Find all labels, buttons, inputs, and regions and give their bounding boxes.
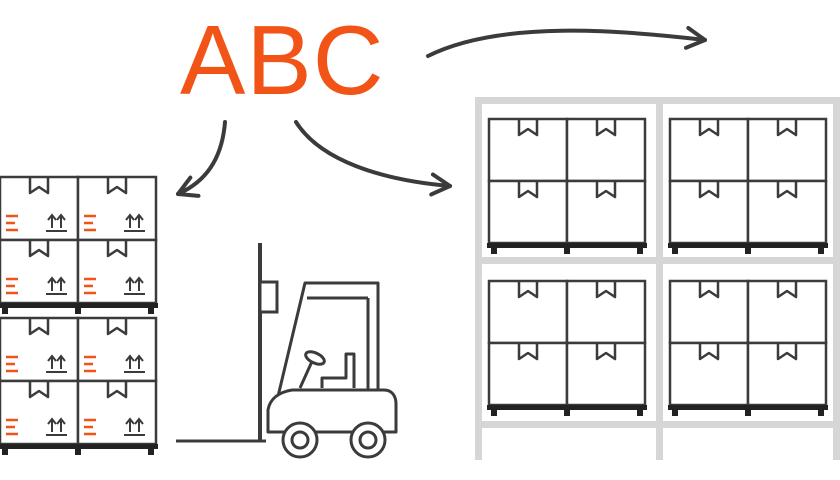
this-side-up-arrows-icon [46, 213, 67, 232]
label-lines-icon [6, 418, 18, 436]
this-side-up-arrows-icon [46, 354, 67, 373]
cardboard-box-icon [487, 279, 569, 345]
pallet-icon [0, 444, 158, 455]
box-tape-icon [595, 119, 617, 137]
cardboard-box-icon [0, 316, 80, 383]
box-tape-icon [595, 181, 617, 199]
cardboard-box-icon [0, 175, 80, 242]
box-tape-icon [776, 343, 798, 361]
this-side-up-arrows-icon [124, 354, 145, 373]
this-side-up-arrows-icon [46, 417, 67, 436]
box-tape-icon [776, 119, 798, 137]
cardboard-box-icon [746, 279, 828, 345]
box-tape-icon [28, 318, 50, 336]
forklift-carriage [258, 280, 279, 314]
forklift-icon [258, 243, 398, 459]
arrow-to-top-right [426, 25, 707, 58]
cardboard-box-icon [668, 279, 750, 345]
forklift-overhead-guard [268, 281, 380, 431]
cardboard-box-icon [487, 117, 569, 183]
box-tape-icon [595, 281, 617, 299]
cardboard-box-icon [76, 238, 158, 305]
cardboard-box-icon [565, 117, 647, 183]
cardboard-box-icon [668, 179, 750, 245]
box-tape-icon [106, 318, 128, 336]
cardboard-box-icon [746, 117, 828, 183]
cardboard-box-icon [0, 238, 80, 305]
box-tape-icon [28, 177, 50, 195]
rack-middle-post [656, 97, 663, 460]
rack-bay [668, 279, 828, 416]
label-lines-icon [6, 214, 18, 232]
pallet-icon [668, 405, 828, 416]
label-lines-icon [84, 418, 96, 436]
box-tape-icon [106, 240, 128, 258]
cardboard-box-icon [76, 316, 158, 383]
label-lines-icon [6, 355, 18, 373]
label-lines-icon [84, 355, 96, 373]
stacked-pallets [0, 175, 158, 455]
storage-rack [475, 97, 840, 460]
cardboard-box-icon [565, 279, 647, 345]
forklift-seat [320, 352, 356, 388]
pallet-icon [487, 243, 647, 254]
forklift-rear-hub [358, 430, 378, 450]
cardboard-box-icon [487, 179, 569, 245]
pallet-icon [668, 243, 828, 254]
rack-bay [487, 279, 647, 416]
forklift-front-hub [290, 430, 310, 450]
rack-bottom-beam [475, 421, 840, 428]
box-tape-icon [517, 281, 539, 299]
rack-top-beam [475, 97, 840, 104]
label-lines-icon [84, 214, 96, 232]
box-tape-icon [776, 181, 798, 199]
cardboard-box-icon [565, 341, 647, 407]
rack-bay [668, 117, 828, 254]
pallet-icon [0, 303, 158, 314]
this-side-up-arrows-icon [46, 276, 67, 295]
cardboard-box-icon [76, 379, 158, 446]
box-tape-icon [517, 181, 539, 199]
box-tape-icon [106, 177, 128, 195]
cardboard-box-icon [487, 341, 569, 407]
label-lines-icon [84, 277, 96, 295]
cardboard-box-icon [668, 341, 750, 407]
box-tape-icon [595, 343, 617, 361]
forklift-steering-wheel [304, 350, 326, 366]
cardboard-box-icon [746, 341, 828, 407]
box-tape-icon [698, 343, 720, 361]
this-side-up-arrows-icon [124, 417, 145, 436]
box-tape-icon [517, 343, 539, 361]
pallet-icon [487, 405, 647, 416]
rack-middle-beam [475, 257, 840, 264]
abc-title: ABC [180, 5, 385, 115]
rack-bay [487, 117, 647, 254]
box-tape-icon [698, 119, 720, 137]
arrow-to-racks [294, 120, 452, 197]
box-tape-icon [698, 181, 720, 199]
box-tape-icon [517, 119, 539, 137]
this-side-up-arrows-icon [124, 213, 145, 232]
arrow-to-stacked-pallets [176, 120, 227, 198]
rack-right-post [833, 97, 840, 460]
label-lines-icon [6, 277, 18, 295]
rack-left-post [475, 97, 482, 460]
cardboard-box-icon [565, 179, 647, 245]
cardboard-box-icon [668, 117, 750, 183]
this-side-up-arrows-icon [124, 276, 145, 295]
box-tape-icon [776, 281, 798, 299]
box-tape-icon [28, 240, 50, 258]
cardboard-box-icon [746, 179, 828, 245]
box-tape-icon [106, 381, 128, 399]
box-tape-icon [698, 281, 720, 299]
box-tape-icon [28, 381, 50, 399]
cardboard-box-icon [0, 379, 80, 446]
cardboard-box-icon [76, 175, 158, 242]
